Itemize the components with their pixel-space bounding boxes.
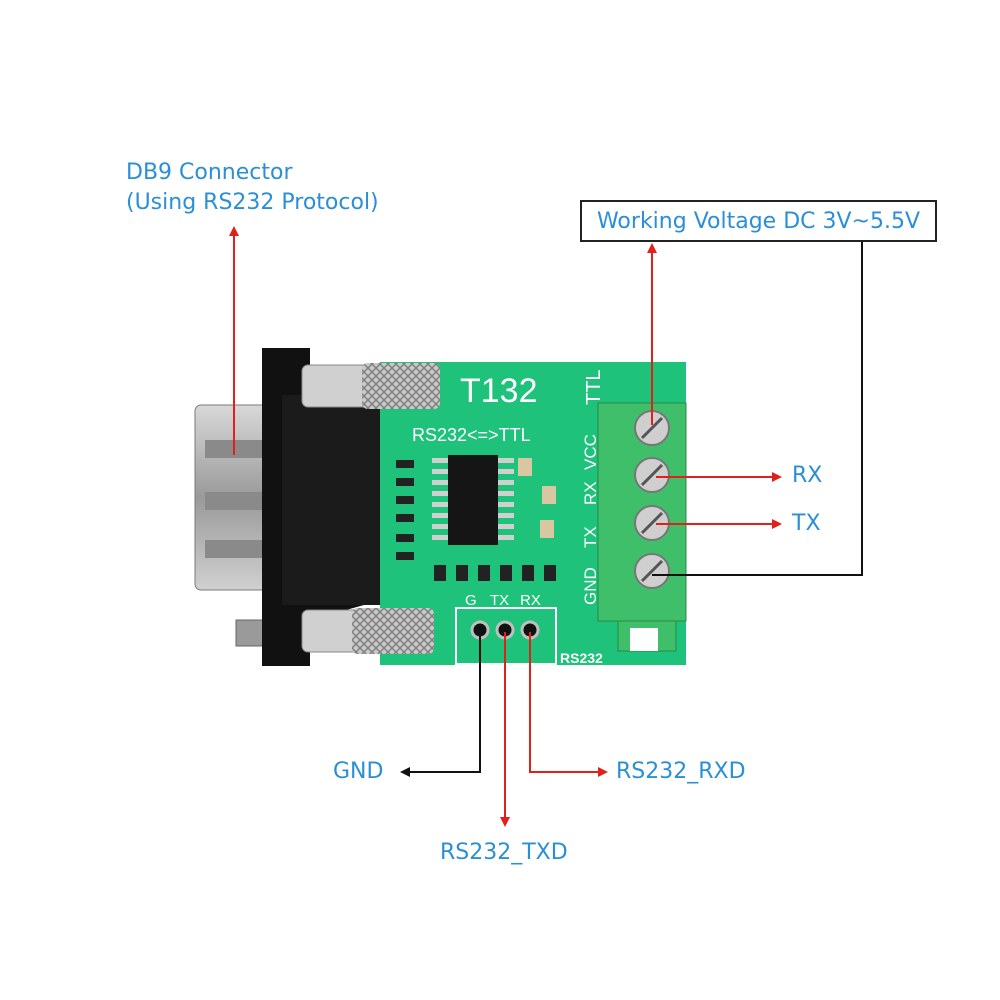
rx-label: RX (792, 463, 823, 488)
pin-rx-silk: RX (581, 481, 600, 505)
db9-label-line1: DB9 Connector (126, 160, 293, 185)
smd-components (396, 458, 556, 581)
pin-gnd-silk: GND (581, 567, 600, 605)
board-model: T132 (460, 372, 538, 410)
tx-label: TX (792, 511, 821, 536)
board-subtitle: RS232<=>TTL (412, 425, 531, 445)
terminal-block (597, 402, 687, 652)
header-gnd-arrow (400, 632, 481, 777)
pin-tx-silk: TX (581, 526, 600, 548)
header-g-silk: G (465, 592, 477, 609)
rs232-rxd-label: RS232_RXD (616, 759, 746, 784)
ic-chip (432, 455, 514, 545)
rs232-txd-label: RS232_TXD (440, 840, 568, 865)
gnd-label: GND (333, 759, 384, 784)
pin-vcc-silk: VCC (581, 434, 600, 470)
rs232-silk: RS232 (560, 650, 603, 666)
working-voltage-box: Working Voltage DC 3V~5.5V (580, 200, 937, 242)
header-rxd-arrow (529, 632, 608, 777)
db9-label-line2: (Using RS232 Protocol) (126, 190, 379, 215)
header-tx-silk: TX (490, 592, 509, 609)
ttl-silk: TTL (583, 369, 605, 405)
gnd-line (652, 242, 863, 576)
header-rx-silk: RX (520, 592, 541, 609)
annotation-lines (229, 226, 863, 827)
